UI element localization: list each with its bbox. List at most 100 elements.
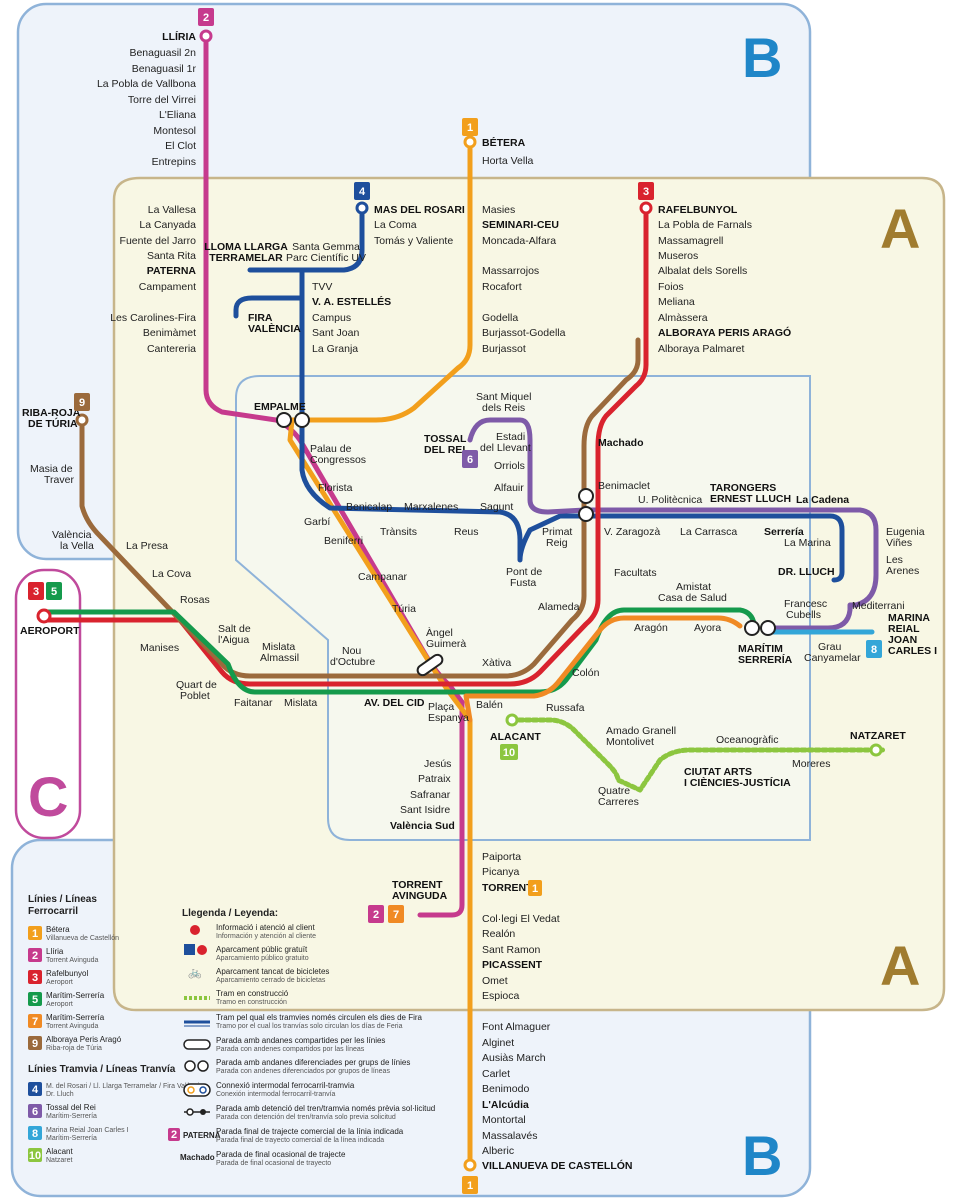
legend-key: Información y atención al cliente (216, 933, 316, 940)
legend-key: Parada de final ocasional de trajecte (216, 1150, 346, 1159)
legend-line-name: Torrent Avinguda (46, 1023, 99, 1030)
legend-badge (28, 1036, 42, 1050)
zone-b-center (235, 375, 811, 841)
interchange-marker[interactable] (416, 653, 445, 677)
station-label: V. Zaragozà (604, 526, 660, 538)
station-label: Sant Miquel (476, 391, 531, 403)
station-label: La Presa (126, 540, 168, 552)
zone-label-b-top: B (742, 26, 782, 89)
line-6-stations: TOSSAL DEL REI Sant Miquel dels Reis Est… (424, 391, 531, 494)
station-label: La Pobla de Farnals (658, 219, 752, 231)
station-label: Benicalap (346, 501, 392, 513)
legend-key: Parada con detención del tren/tranvía so… (216, 1114, 396, 1121)
interchange-marker[interactable] (578, 506, 594, 522)
station-label: AVINGUDA (392, 890, 448, 902)
station-label: l'Aigua (218, 634, 249, 646)
interchange-marker[interactable] (276, 412, 292, 428)
station-label: Almàssera (658, 312, 708, 324)
legend-line-name: M. del Rosari / Ll. Llarga Terramelar / … (46, 1083, 203, 1090)
interchange-marker[interactable] (744, 620, 760, 636)
legend-line-name: Alacant (46, 1147, 73, 1156)
legend-tram-title: Línies Tramvia / Líneas Tranvía (28, 1064, 176, 1075)
station-label: TOSSAL (424, 433, 467, 445)
station-label: Palau de (310, 443, 352, 455)
legend-key: Tram en construcció (216, 989, 289, 998)
badge-text: 8 (871, 644, 877, 656)
legend-line-name: Aeroport (46, 1001, 73, 1008)
station-label: Albalat dels Sorells (658, 265, 747, 277)
station-label: EMPALME (254, 401, 306, 413)
badge-line-2 (198, 8, 214, 26)
line-10-stations: ALACANT Russafa Amado Granell Montolivet… (490, 702, 906, 808)
station-label: Campus (312, 312, 351, 324)
badge-line-5-airport (46, 582, 62, 600)
station-label: Sant Joan (312, 327, 359, 339)
station-marker[interactable] (199, 29, 213, 43)
station-label: AV. DEL CID (364, 697, 425, 709)
station-label: Casa de Salud (658, 592, 727, 604)
station-label: Machado (598, 437, 644, 449)
interchange-marker[interactable] (760, 620, 776, 636)
bicycle-icon: 🚲 (188, 967, 202, 979)
station-marker[interactable] (463, 1158, 477, 1172)
station-label: Amado Granell (606, 725, 676, 737)
station-label: Les (886, 554, 903, 566)
station-label: Rosas (180, 594, 210, 606)
legend-line-name: Alboraya Peris Aragó (46, 1035, 122, 1044)
interchanges (276, 412, 776, 677)
legend-line-name: Llíria (46, 947, 64, 956)
badge-text: 6 (467, 454, 473, 466)
legend-line-name: Villanueva de Castellón (46, 935, 119, 942)
station-label: SERRERÍA (738, 653, 793, 666)
station-label: La Cadena (796, 494, 849, 506)
legend-line-name: Bétera (46, 925, 70, 934)
interchange-marker[interactable] (578, 488, 594, 504)
station-label: BÉTERA (482, 136, 526, 149)
parking-icon (197, 945, 207, 955)
station-label: AEROPORT (20, 625, 80, 637)
badge-line-3-airport (28, 582, 44, 600)
legend-badge (28, 1104, 42, 1118)
badge-line-4 (354, 182, 370, 200)
interchange-marker[interactable] (294, 412, 310, 428)
station-label: Facultats (614, 567, 657, 579)
station-label: JOAN (888, 634, 917, 646)
station-label: Garbí (304, 516, 330, 528)
station-label: Quatre (598, 785, 630, 797)
station-label: Santa Rita (147, 250, 196, 262)
station-label: Parc Científic UV (286, 252, 366, 264)
station-label: Viñes (886, 537, 912, 549)
station-label: TORRENT (482, 882, 533, 894)
station-label: Alboraya Palmaret (658, 343, 744, 355)
station-marker[interactable] (75, 413, 89, 427)
station-label: CIUTAT ARTS (684, 766, 752, 778)
west-stations: RIBA-ROJA DE TÚRIA Masia de Traver Valèn… (20, 407, 425, 709)
station-label: MAS DEL ROSARI (374, 204, 465, 216)
station-marker[interactable] (505, 713, 519, 727)
legend-line-name: Marítim-Serrería (46, 1013, 105, 1022)
station-marker[interactable] (639, 201, 653, 215)
legend-badge-text: 5 (32, 994, 38, 1006)
station-label: Benimaclet (598, 480, 650, 492)
station-label: Guimerà (426, 638, 466, 650)
station-label: Aragón (634, 622, 668, 634)
station-label: Cubells (786, 609, 821, 621)
station-label: RAFELBUNYOL (658, 204, 738, 216)
station-marker[interactable] (869, 743, 883, 757)
station-label: Ayora (694, 622, 721, 634)
station-marker[interactable] (463, 135, 477, 149)
line-3-stations: RAFELBUNYOL La Pobla de Farnals Massamag… (639, 201, 791, 355)
legend-key: Parada amb andanes compartides per les l… (216, 1036, 385, 1045)
legend-badge-text: 6 (32, 1106, 38, 1118)
line-9-route (79, 337, 641, 679)
badge-line-3 (638, 182, 654, 200)
station-marker[interactable] (355, 201, 369, 215)
station-label: Sagunt (480, 501, 513, 513)
badge-line-9 (74, 393, 90, 411)
station-label: REIAL (888, 623, 920, 635)
station-marker[interactable] (36, 608, 52, 624)
station-label: Massamagrell (658, 235, 723, 247)
legend-line-name: Aeroport (46, 979, 73, 986)
station-label: Campament (139, 281, 196, 293)
legend-badge (28, 970, 42, 984)
